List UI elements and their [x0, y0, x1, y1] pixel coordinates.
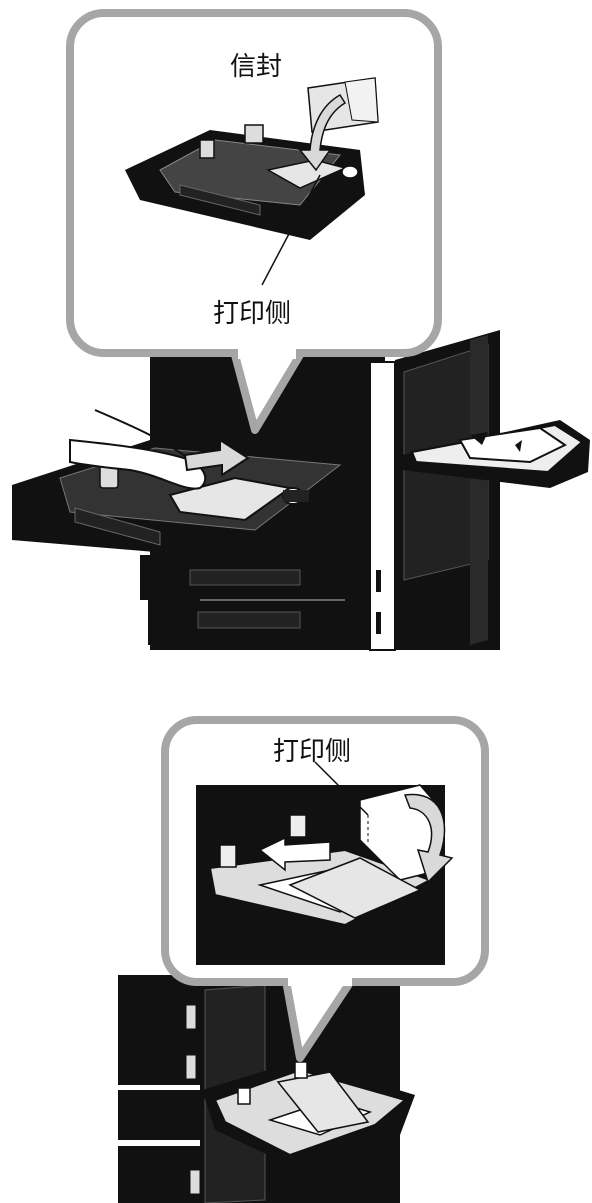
- inset-tray-closeup: [125, 77, 379, 286]
- inset-bypass-closeup: [196, 761, 454, 965]
- bottom-figure: 打印侧: [118, 716, 489, 1203]
- bypass-tray-bottom: [202, 1060, 415, 1170]
- print-side-label-top: 打印侧: [213, 299, 291, 329]
- copier-body-top: [140, 330, 500, 651]
- envelope-label: 信封: [230, 52, 282, 82]
- hand-illustration: [69, 409, 207, 490]
- bypass-tray-top: [402, 420, 590, 488]
- slide-guide-arrow: [183, 438, 250, 477]
- top-figure: 信封 打印侧: [12, 9, 590, 651]
- print-side-label-bottom: 打印侧: [273, 737, 351, 767]
